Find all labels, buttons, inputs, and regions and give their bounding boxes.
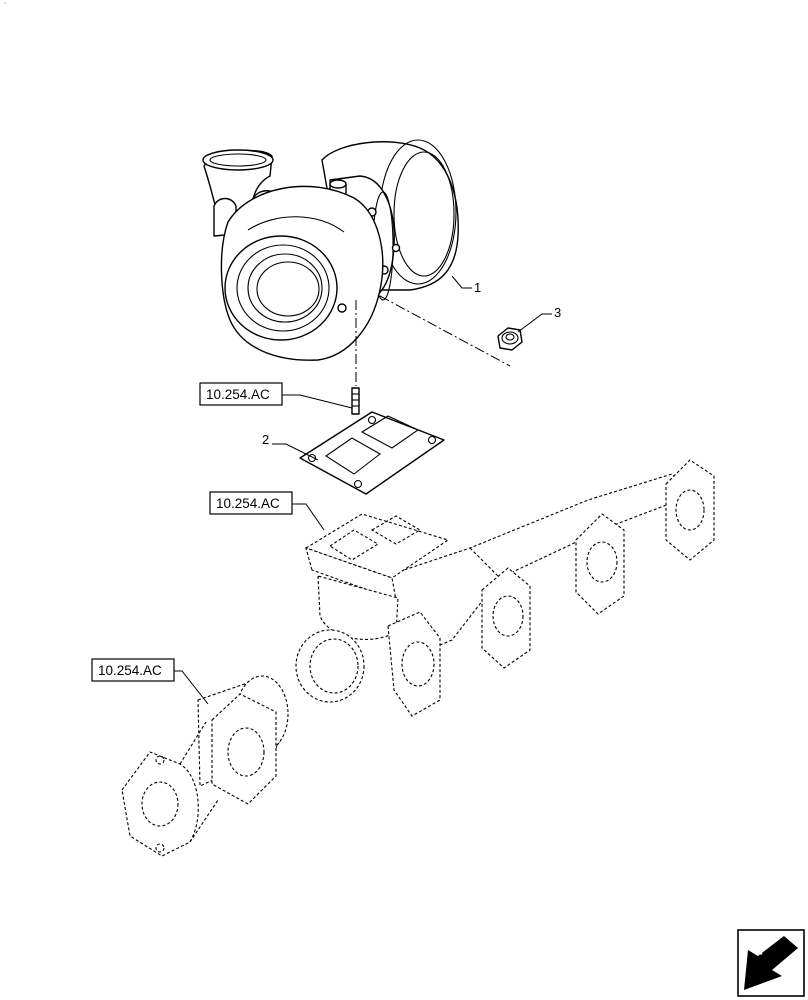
svg-text:10.254.AC: 10.254.AC: [216, 496, 280, 511]
assembly-centerline-nut: [379, 295, 511, 367]
corner-mark: `: [4, 2, 7, 11]
reference-stud[interactable]: 10.254.AC: [199, 382, 353, 409]
svg-text:3: 3: [554, 305, 561, 320]
stud: [351, 387, 360, 415]
reference-elbow[interactable]: 10.254.AC: [91, 658, 209, 705]
callout-3: 3: [517, 305, 561, 333]
callout-1: 1: [451, 275, 481, 295]
svg-text:2: 2: [262, 432, 269, 447]
exhaust-manifold: [295, 459, 715, 717]
navigation-arrow-icon[interactable]: [737, 929, 805, 997]
svg-text:10.254.AC: 10.254.AC: [98, 663, 162, 678]
turbocharger: [202, 139, 459, 361]
flange-nut: [497, 327, 523, 351]
callout-2: 2: [262, 432, 319, 461]
svg-text:1: 1: [474, 280, 481, 295]
exhaust-elbow: [121, 675, 289, 857]
turbo-gasket: [299, 411, 445, 495]
reference-manifold[interactable]: 10.254.AC: [209, 491, 325, 531]
svg-text:10.254.AC: 10.254.AC: [206, 387, 270, 402]
